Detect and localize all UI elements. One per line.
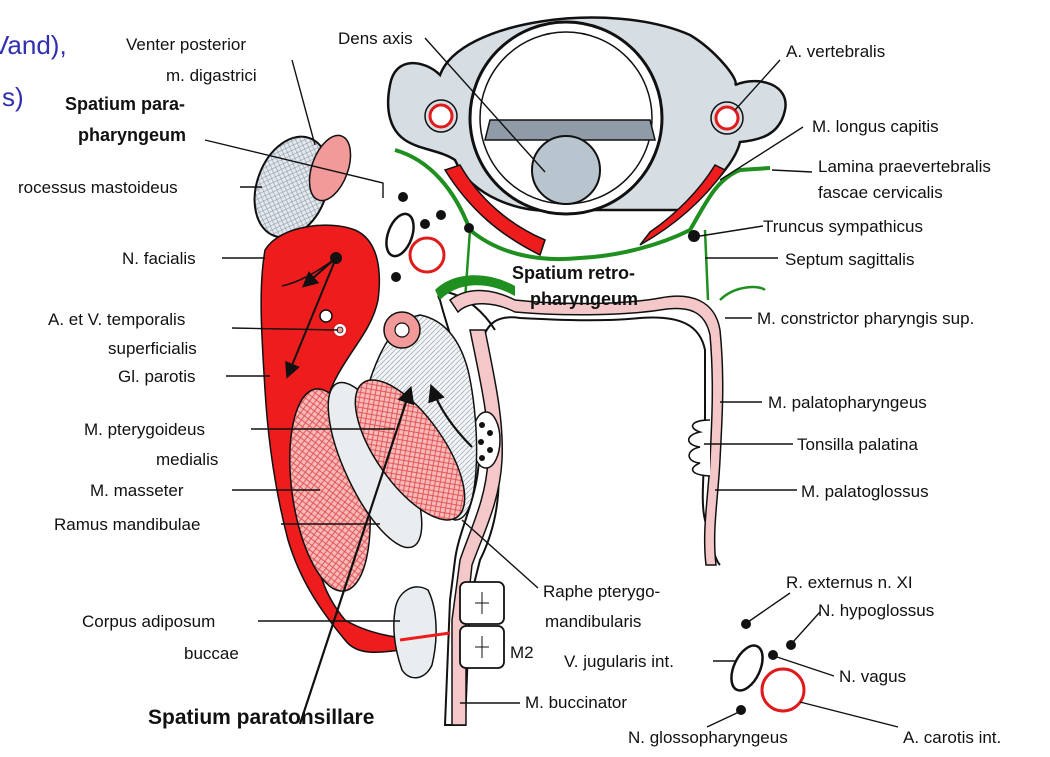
- label-m2: M2: [510, 643, 534, 662]
- label-n-hypoglossus: N. hypoglossus: [818, 601, 934, 620]
- label-buccae: buccae: [184, 644, 239, 663]
- carotid-upper: [410, 238, 444, 272]
- label-superficialis: superficialis: [108, 339, 197, 358]
- label-septum-sagittalis: Septum sagittalis: [785, 250, 914, 269]
- label-venter-posterior: Venter posterior: [126, 35, 246, 54]
- label-m-digastrici: m. digastrici: [166, 66, 257, 85]
- label-m-longus-capitis: M. longus capitis: [812, 117, 939, 136]
- label-a-carotis: A. carotis int.: [903, 728, 1001, 747]
- label-truncus-sympathicus: Truncus sympathicus: [763, 217, 923, 236]
- label-a-vertebralis: A. vertebralis: [786, 42, 885, 61]
- a-temporalis: [320, 310, 332, 322]
- label-n-vagus: N. vagus: [839, 667, 906, 686]
- label-pharyngeum: pharyngeum: [78, 125, 186, 145]
- label-m-pterygoideus: M. pterygoideus: [84, 420, 205, 439]
- label-corpus-adiposum: Corpus adiposum: [82, 612, 215, 631]
- label-fascae-cervicalis: fascae cervicalis: [818, 183, 943, 202]
- label-lamina-praevertebralis: Lamina praevertebralis: [818, 157, 991, 176]
- label-m-masseter: M. masseter: [90, 481, 184, 500]
- vertebral-artery-right: [716, 107, 738, 129]
- label-ramus-mandibulae: Ramus mandibulae: [54, 515, 200, 534]
- tonsilla-palatina: [689, 420, 710, 476]
- label-pharyngeum-retro: pharyngeum: [530, 289, 638, 309]
- corpus-adiposum: [394, 587, 436, 678]
- neurovascular-bundle: [725, 619, 804, 715]
- label-spatium-retro: Spatium retro-: [512, 263, 635, 283]
- label-m-buccinator: M. buccinator: [525, 693, 627, 712]
- label-gl-parotis: Gl. parotis: [118, 367, 195, 386]
- label-r-externus: R. externus n. XI: [786, 573, 913, 592]
- label-a-v-temporalis: A. et V. temporalis: [48, 310, 185, 329]
- label-n-glossopharyngeus: N. glossopharyngeus: [628, 728, 788, 747]
- label-dens-axis: Dens axis: [338, 29, 413, 48]
- label-n-facialis: N. facialis: [122, 249, 196, 268]
- overlay-text-line1: Vand),: [0, 30, 67, 60]
- label-tonsilla-palatina: Tonsilla palatina: [797, 435, 919, 454]
- truncus-sympathicus-dot: [688, 230, 700, 242]
- label-m-constrictor: M. constrictor pharyngis sup.: [757, 309, 974, 328]
- vertebra: [388, 18, 785, 214]
- label-spatium-para: Spatium para-: [65, 94, 185, 114]
- label-m-palatoglossus: M. palatoglossus: [801, 482, 929, 501]
- label-mandibularis: mandibularis: [545, 612, 641, 631]
- label-raphe-pterygo: Raphe pterygo-: [543, 582, 660, 601]
- label-spatium-paratonsillare: Spatium paratonsillare: [148, 706, 374, 729]
- label-processus-mastoideus: rocessus mastoideus: [18, 178, 178, 197]
- vertebral-artery-left: [430, 105, 452, 127]
- overlay-text-line2: s): [2, 82, 24, 112]
- label-m-palatopharyngeus: M. palatopharyngeus: [768, 393, 927, 412]
- label-v-jugularis: V. jugularis int.: [564, 652, 674, 671]
- label-medialis: medialis: [156, 450, 218, 469]
- dens-axis: [532, 136, 600, 204]
